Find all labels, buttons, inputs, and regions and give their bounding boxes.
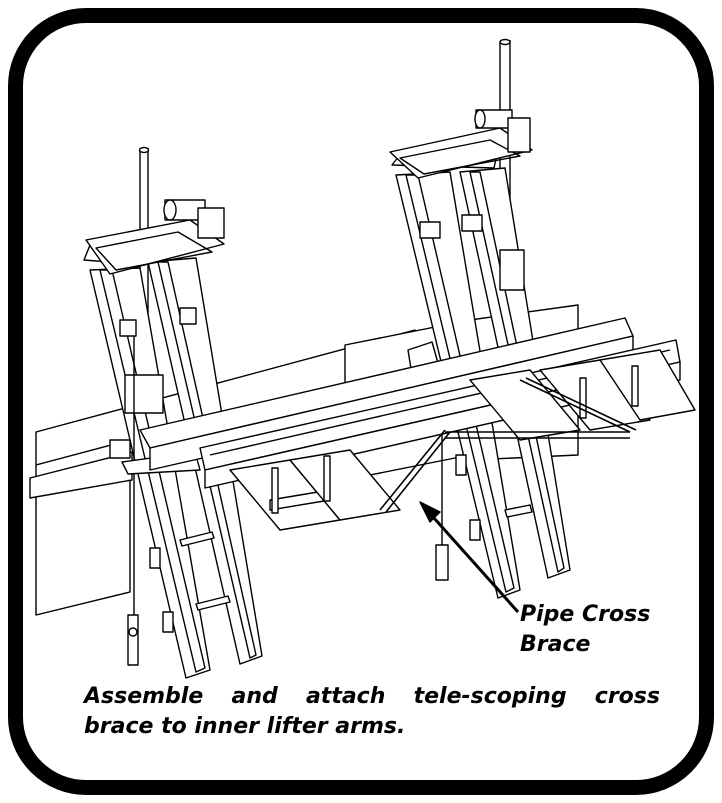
caption-line-2: brace to inner lifter arms. — [84, 714, 406, 739]
callout-arrow — [419, 501, 520, 613]
caption-word: Assemble — [84, 684, 204, 709]
callout-line-2: Brace — [520, 632, 591, 657]
caption-word: attach — [305, 684, 386, 709]
caption-line-1: Assemble and attach tele-scoping cross — [84, 682, 660, 712]
pipe-cross-brace — [379, 377, 637, 513]
posts — [271, 365, 639, 514]
i-beams — [229, 349, 696, 531]
callout-line-1: Pipe Cross — [520, 602, 651, 627]
pipe-cross-brace-label: Pipe Cross Brace — [520, 600, 650, 660]
caption-word: and — [231, 684, 278, 709]
instruction-caption: Assemble and attach tele-scoping cross b… — [84, 682, 660, 742]
caption-word: cross — [594, 684, 660, 709]
caption-word: tele-scoping — [413, 684, 567, 709]
